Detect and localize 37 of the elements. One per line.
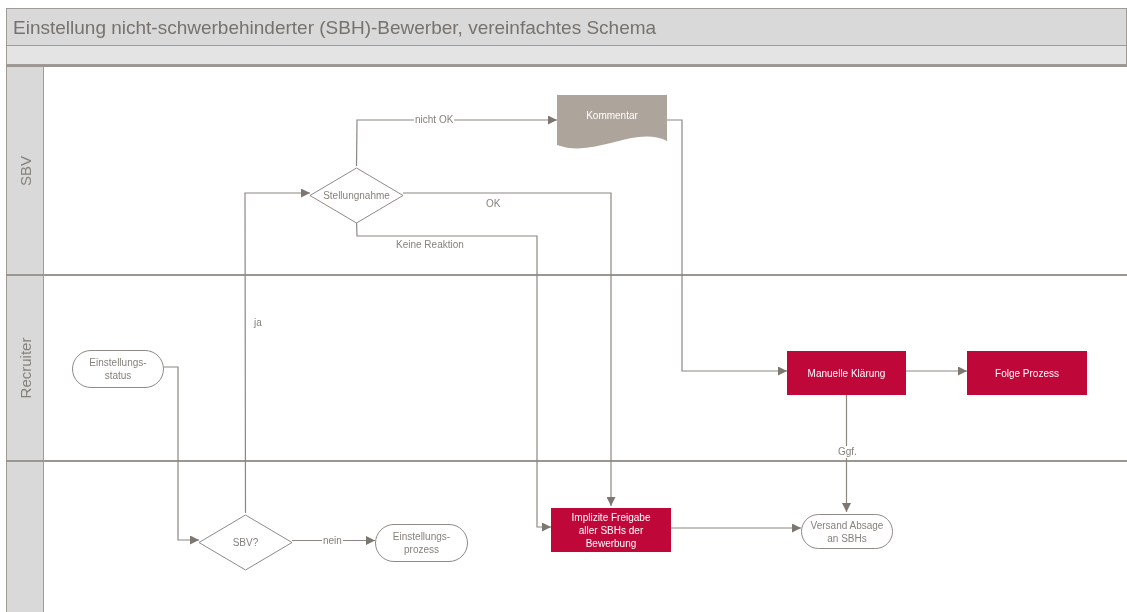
swimlane bbox=[6, 460, 1127, 612]
edge-label: nein bbox=[322, 535, 343, 547]
process-box bbox=[551, 508, 671, 552]
process-box bbox=[967, 351, 1087, 395]
lane-label: SBV bbox=[16, 155, 34, 186]
process-box bbox=[787, 351, 906, 395]
connector-arrow bbox=[666, 119, 788, 376]
node-label: Versand Absage an SBHs bbox=[809, 518, 885, 545]
swimlane bbox=[6, 274, 1127, 460]
terminal-shape bbox=[72, 350, 164, 388]
edge-label: ja bbox=[254, 317, 262, 329]
connector-arrow bbox=[670, 523, 802, 533]
node-label: Implizite Freigabe aller SBHs der Bewerbung bbox=[570, 510, 652, 550]
connector-arrow bbox=[842, 392, 851, 513]
connector-arrow bbox=[291, 536, 376, 545]
node-label: Kommentar bbox=[586, 109, 638, 122]
edge-label: Keine Reaktion bbox=[396, 239, 464, 251]
edge-label: nicht OK bbox=[414, 114, 455, 126]
node-label: SBV? bbox=[232, 536, 259, 549]
edge-label: OK bbox=[486, 198, 501, 210]
node-label: Folge Prozess bbox=[995, 366, 1059, 380]
node-label: Einstellungs- status bbox=[88, 356, 148, 382]
connector-arrow bbox=[244, 188, 311, 514]
terminal-shape bbox=[375, 524, 468, 562]
terminal-shape bbox=[801, 514, 893, 549]
node-label: Stellungnahme bbox=[323, 189, 390, 202]
node-label: Einstellungs- prozess bbox=[391, 530, 452, 556]
connector-arrow bbox=[402, 192, 616, 507]
diagram-title: Einstellung nicht-schwerbehinderter (SBH)-Bewerber, vereinfachtes Schema bbox=[13, 17, 657, 39]
edge-label: Ggf. bbox=[837, 446, 858, 458]
connector-arrow bbox=[905, 366, 968, 376]
lane-label: Recruiter bbox=[16, 337, 34, 399]
swimlane bbox=[6, 65, 1127, 274]
connector-arrow bbox=[163, 366, 200, 545]
decision-diamond bbox=[199, 515, 292, 570]
node-label: Manuelle Klärung bbox=[807, 366, 886, 380]
decision-diamond bbox=[310, 168, 403, 223]
